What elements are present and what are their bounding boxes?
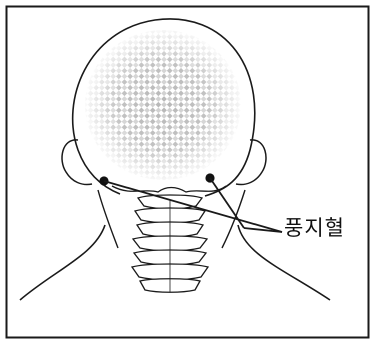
- hair-shading: [81, 25, 245, 185]
- cervical-vertebrae: [132, 195, 208, 292]
- acupoint-label: 풍지혈: [284, 218, 345, 239]
